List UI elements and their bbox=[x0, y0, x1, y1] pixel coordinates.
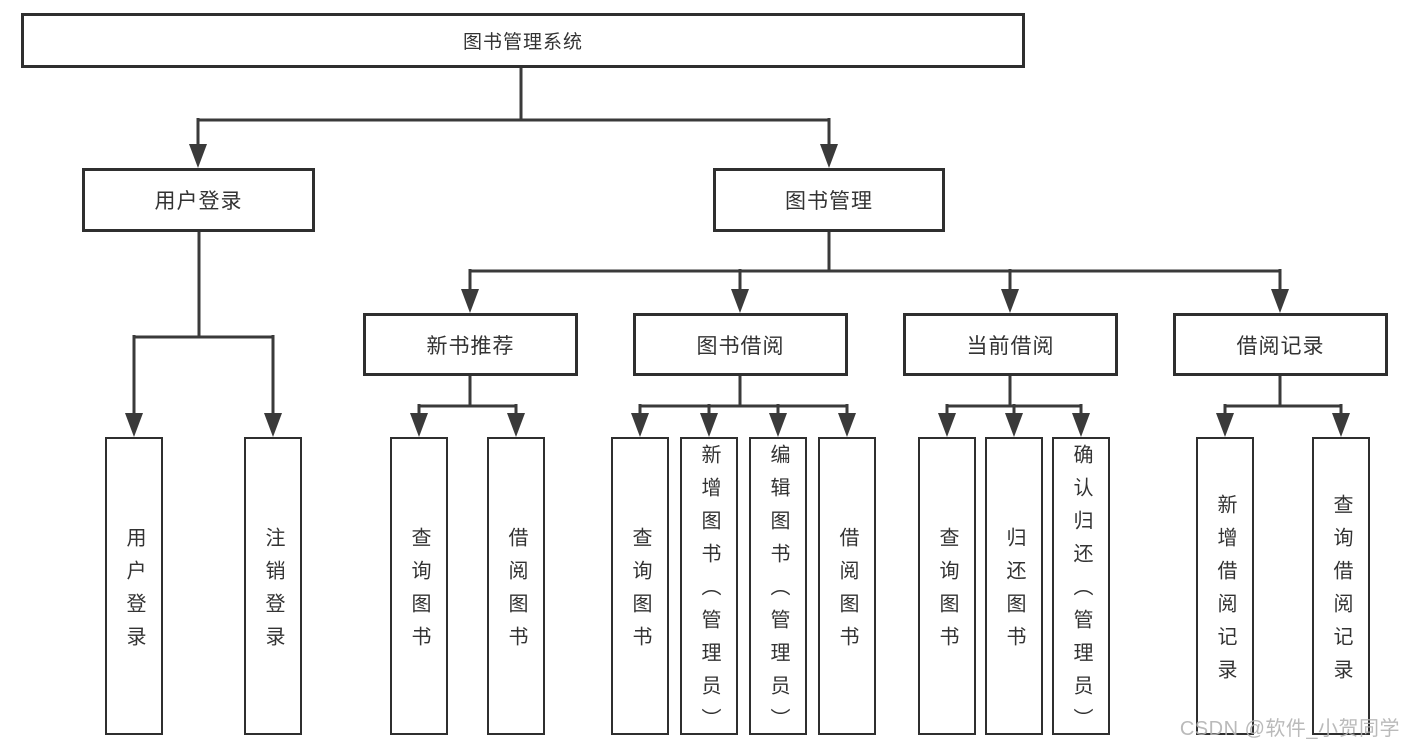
arrowhead bbox=[1072, 413, 1090, 437]
arrowhead bbox=[938, 413, 956, 437]
leaf-edit-book-admin: 编辑图书（管理员） bbox=[749, 437, 807, 741]
node-current-borrowing: 当前借阅 bbox=[903, 313, 1118, 376]
leaf-confirm-return-admin: 确认归还（管理员） bbox=[1052, 437, 1110, 741]
node-library-management-system: 图书管理系统 bbox=[21, 13, 1025, 68]
leaf-query-borrow-record: 查询借阅记录 bbox=[1312, 437, 1370, 735]
arrowhead bbox=[820, 144, 838, 168]
arrowhead bbox=[1271, 289, 1289, 313]
arrowhead bbox=[410, 413, 428, 437]
node-label: 图书借阅 bbox=[696, 334, 785, 358]
node-label: 借阅记录 bbox=[1236, 334, 1325, 358]
leaf-user-login: 用户登录 bbox=[105, 437, 163, 735]
connector-book-borrowing-children bbox=[631, 374, 856, 437]
node-borrow-records: 借阅记录 bbox=[1173, 313, 1388, 376]
leaf-return-book: 归还图书 bbox=[985, 437, 1043, 735]
node-label: 新书推荐 bbox=[426, 334, 515, 358]
leaf-label: 归还图书 bbox=[1003, 526, 1025, 659]
arrowhead bbox=[125, 413, 143, 437]
node-user-login: 用户登录 bbox=[82, 168, 315, 232]
leaf-logout: 注销登录 bbox=[244, 437, 302, 735]
arrowhead bbox=[731, 289, 749, 313]
connector-root-to-level2 bbox=[189, 66, 838, 168]
csdn-watermark: CSDN @软件_小贺同学 bbox=[1179, 718, 1400, 740]
leaf-label: 确认归还（管理员） bbox=[1070, 444, 1092, 741]
connector-new-book-recommend-children bbox=[410, 374, 525, 437]
node-book-management: 图书管理 bbox=[713, 168, 945, 232]
arrowhead bbox=[838, 413, 856, 437]
leaf-add-book-admin: 新增图书（管理员） bbox=[680, 437, 738, 741]
leaf-borrow-books-recommend: 借阅图书 bbox=[487, 437, 545, 735]
arrowhead bbox=[264, 413, 282, 437]
arrowhead bbox=[1332, 413, 1350, 437]
arrowhead bbox=[631, 413, 649, 437]
arrowhead bbox=[700, 413, 718, 437]
connector-book-management-children bbox=[461, 230, 1289, 313]
arrowhead bbox=[507, 413, 525, 437]
connector-borrow-records-children bbox=[1216, 374, 1350, 437]
leaf-label: 借阅图书 bbox=[836, 526, 858, 659]
leaf-label: 查询图书 bbox=[629, 526, 651, 659]
leaf-label: 新增图书（管理员） bbox=[698, 444, 720, 741]
node-label: 用户登录 bbox=[154, 190, 243, 213]
leaf-label: 查询借阅记录 bbox=[1330, 493, 1352, 692]
leaf-query-books-borrowing: 查询图书 bbox=[611, 437, 669, 735]
leaf-label: 编辑图书（管理员） bbox=[767, 444, 789, 741]
arrowhead bbox=[1216, 413, 1234, 437]
connector-user-login-children bbox=[125, 230, 282, 437]
leaf-label: 查询图书 bbox=[408, 526, 430, 659]
arrowhead bbox=[769, 413, 787, 437]
node-label: 图书管理系统 bbox=[462, 32, 583, 53]
arrowhead bbox=[461, 289, 479, 313]
node-new-book-recommend: 新书推荐 bbox=[363, 313, 578, 376]
arrowhead bbox=[1005, 413, 1023, 437]
leaf-label: 借阅图书 bbox=[505, 526, 527, 659]
connector-current-borrowing-children bbox=[938, 374, 1090, 437]
arrowhead bbox=[189, 144, 207, 168]
leaf-borrow-books: 借阅图书 bbox=[818, 437, 876, 735]
leaf-label: 查询图书 bbox=[936, 526, 958, 659]
arrowhead bbox=[1001, 289, 1019, 313]
leaf-label: 新增借阅记录 bbox=[1214, 493, 1236, 692]
leaf-label: 注销登录 bbox=[262, 526, 284, 659]
node-label: 当前借阅 bbox=[966, 334, 1055, 358]
leaf-query-books-current: 查询图书 bbox=[918, 437, 976, 735]
leaf-query-books-recommend: 查询图书 bbox=[390, 437, 448, 735]
node-label: 图书管理 bbox=[785, 190, 873, 213]
node-book-borrowing: 图书借阅 bbox=[633, 313, 848, 376]
leaf-label: 用户登录 bbox=[123, 526, 145, 659]
leaf-add-borrow-record: 新增借阅记录 bbox=[1196, 437, 1254, 735]
